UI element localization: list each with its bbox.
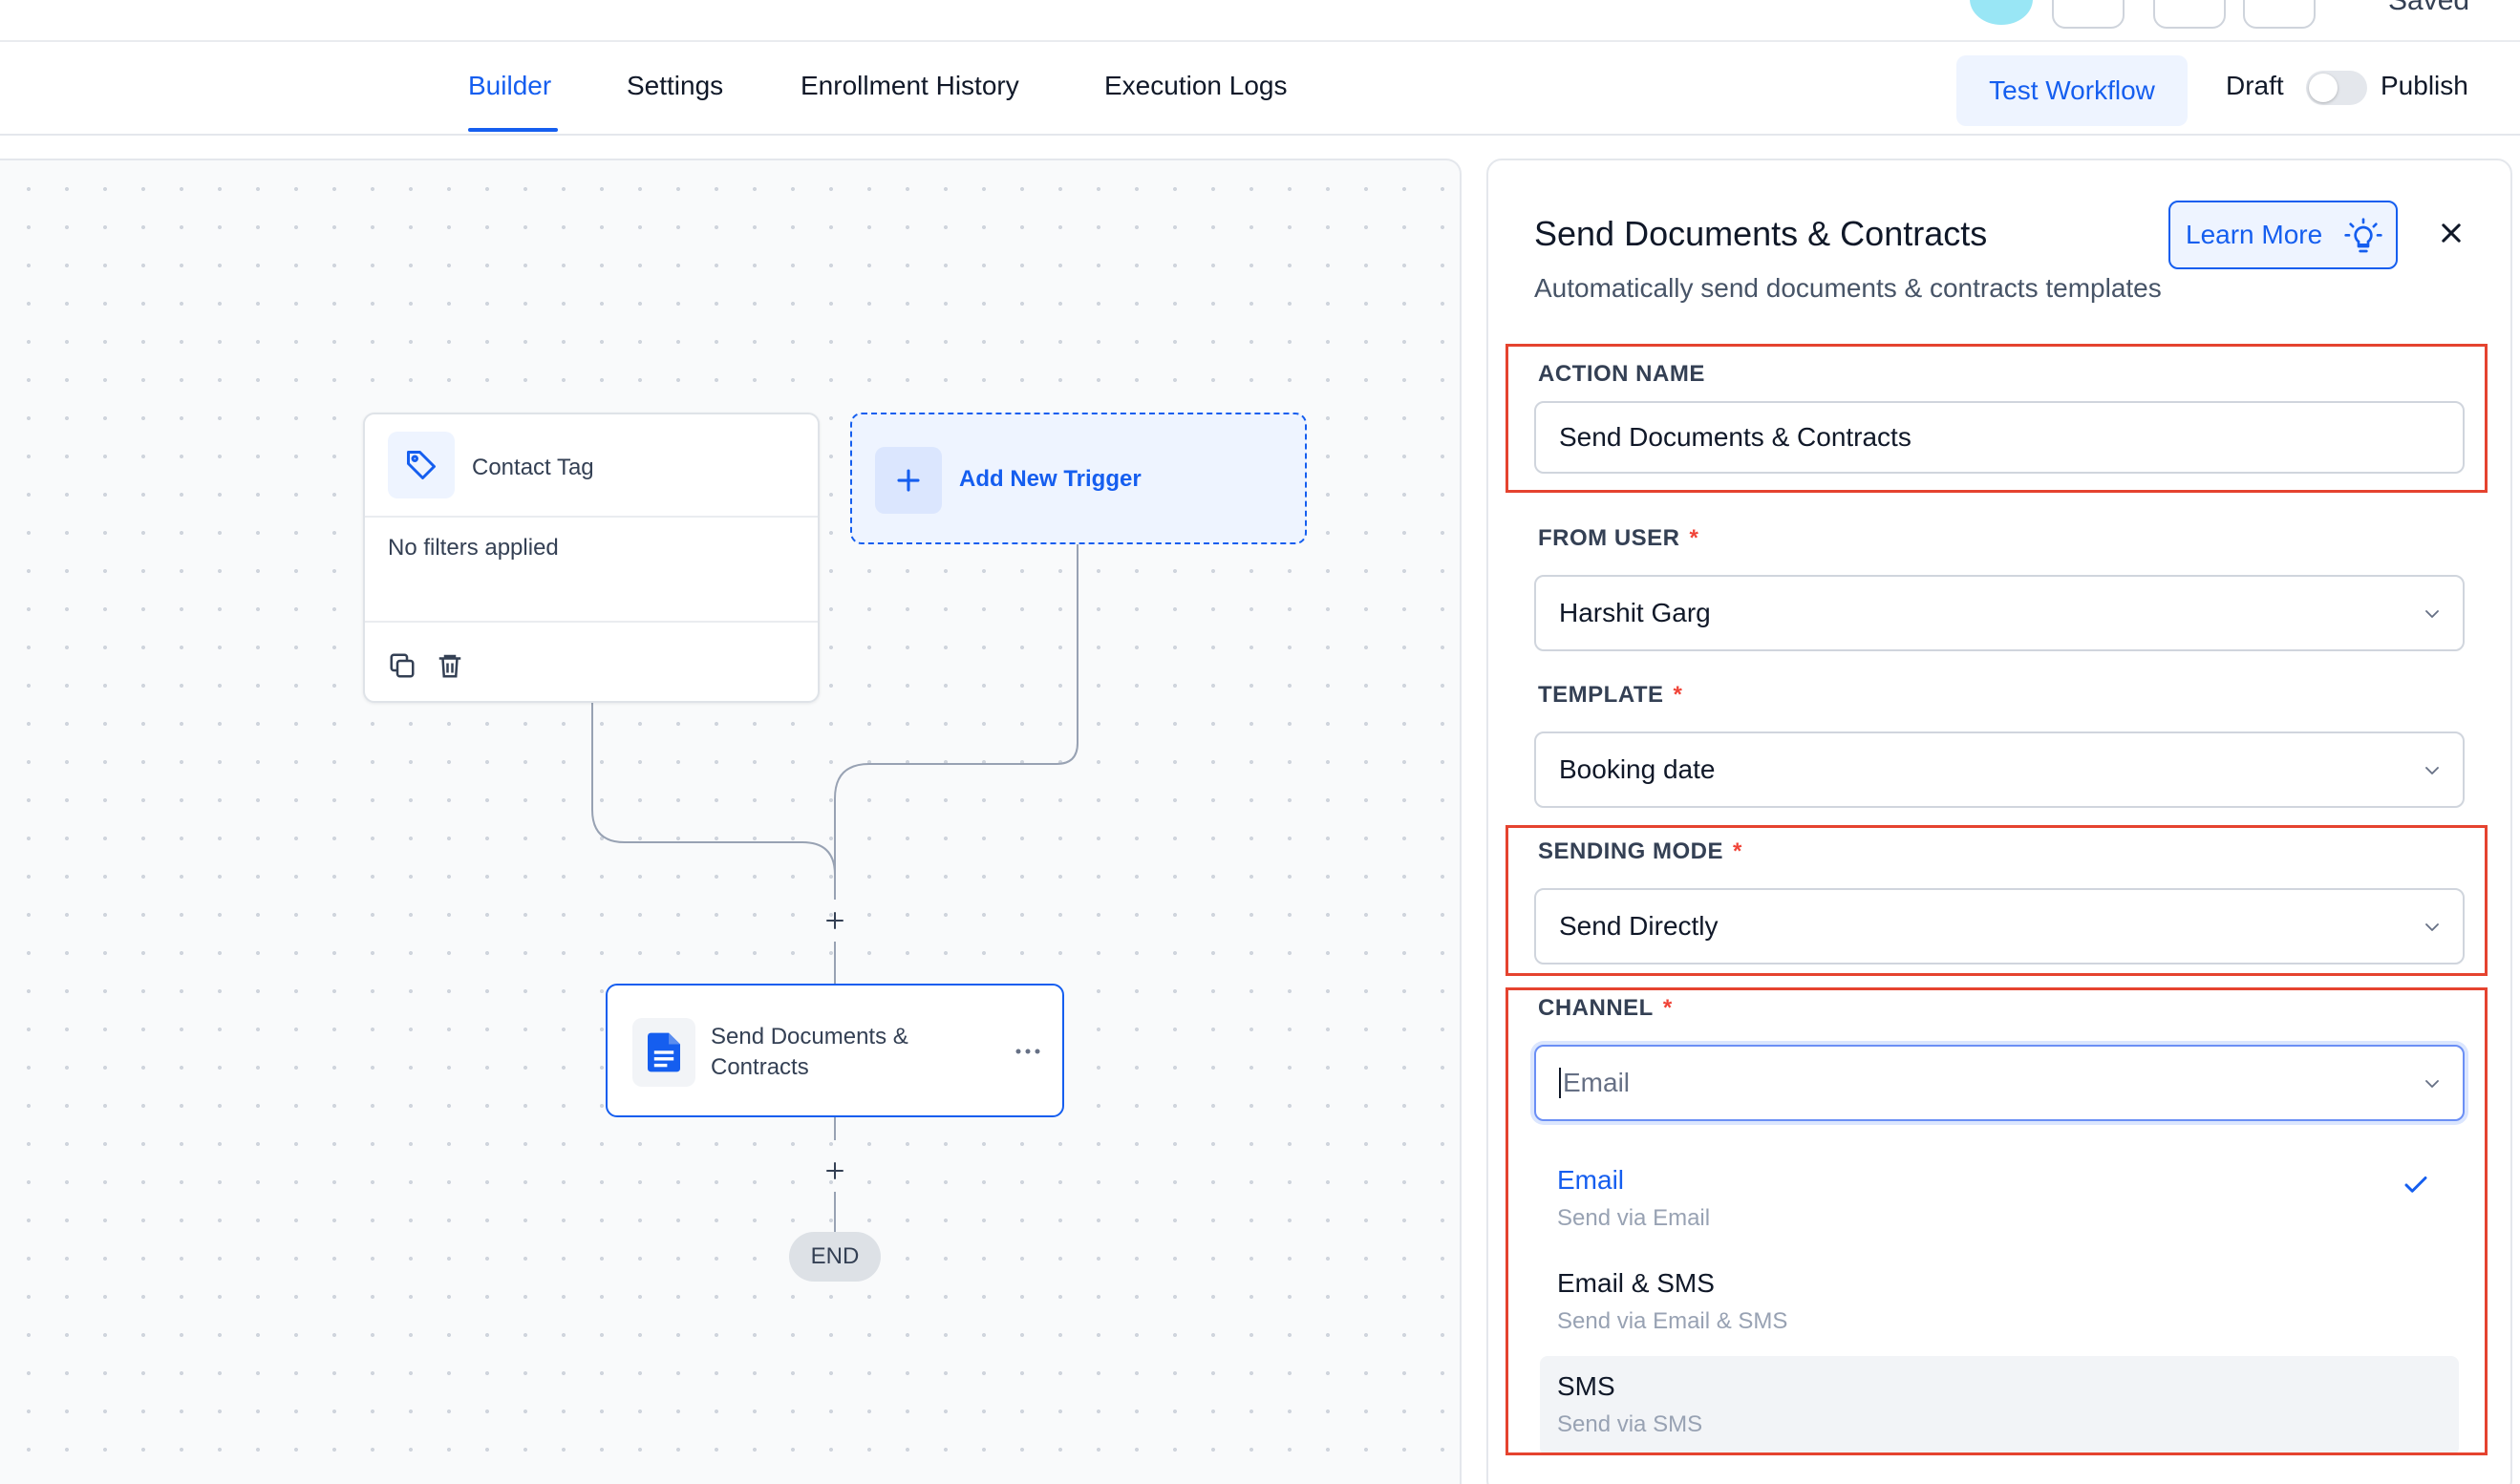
document-icon	[632, 1018, 695, 1087]
sending-mode-label: SENDING MODE *	[1538, 838, 1742, 865]
panel-subtitle: Automatically send documents & contracts…	[1534, 273, 2162, 303]
publish-label: Publish	[2381, 71, 2468, 100]
channel-option-email-sms[interactable]: Email & SMS Send via Email & SMS	[1540, 1253, 2459, 1352]
from-user-label: FROM USER *	[1538, 525, 1698, 552]
option-label: Email & SMS	[1557, 1268, 1715, 1298]
panel-title: Send Documents & Contracts	[1534, 214, 1988, 253]
test-workflow-button[interactable]: Test Workflow	[1956, 55, 2188, 126]
text-caret	[1559, 1068, 1561, 1098]
copy-icon[interactable]	[386, 649, 418, 682]
chevron-down-icon	[2421, 915, 2444, 945]
action-config-panel: Send Documents & Contracts Automatically…	[1486, 159, 2512, 1484]
trigger-title: Contact Tag	[472, 455, 594, 480]
tab-execution-logs[interactable]: Execution Logs	[1104, 71, 1288, 100]
channel-dropdown-menu: Email Send via Email Email & SMS Send vi…	[1534, 1131, 2465, 1484]
divider	[365, 516, 818, 518]
from-user-value: Harshit Garg	[1559, 598, 1711, 627]
chevron-down-icon	[2421, 758, 2444, 789]
avatar[interactable]	[1970, 0, 2033, 25]
action-name-label-text: ACTION NAME	[1538, 361, 1705, 387]
learn-more-label: Learn More	[2186, 220, 2323, 249]
workflow-canvas[interactable]: Contact Tag No filters applied Add New T…	[0, 159, 1462, 1484]
tab-builder[interactable]: Builder	[468, 71, 552, 100]
active-tab-indicator	[468, 128, 558, 132]
required-marker: *	[1689, 525, 1699, 551]
sending-mode-label-text: SENDING MODE	[1538, 838, 1724, 864]
trigger-node-contact-tag[interactable]: Contact Tag No filters applied	[363, 413, 820, 703]
top-action-button-2[interactable]	[2153, 0, 2226, 29]
top-action-button-3[interactable]	[2243, 0, 2316, 29]
channel-option-sms[interactable]: SMS Send via SMS	[1540, 1356, 2459, 1455]
top-header: Saved	[0, 0, 2520, 42]
top-action-button-1[interactable]	[2052, 0, 2125, 29]
connector-lines	[591, 544, 1078, 1232]
more-options-icon[interactable]	[1009, 1037, 1047, 1066]
trash-icon[interactable]	[434, 649, 466, 682]
required-marker: *	[1673, 682, 1683, 708]
tab-settings[interactable]: Settings	[627, 71, 724, 100]
template-label-text: TEMPLATE	[1538, 682, 1664, 708]
draft-label: Draft	[2226, 71, 2284, 100]
add-step-plus-icon[interactable]	[816, 1152, 854, 1190]
channel-label: CHANNEL *	[1538, 995, 1673, 1022]
lightbulb-icon	[2344, 218, 2382, 263]
action-name-value: Send Documents & Contracts	[1559, 422, 1911, 452]
chevron-down-icon	[2421, 602, 2444, 632]
tag-icon	[388, 432, 455, 498]
from-user-select[interactable]: Harshit Garg	[1534, 575, 2465, 651]
divider	[365, 621, 818, 623]
add-step-plus-icon[interactable]	[816, 901, 854, 940]
checkmark-icon	[2402, 1171, 2430, 1204]
chevron-down-icon	[2421, 1071, 2444, 1102]
tab-bar: Builder Settings Enrollment History Exec…	[0, 42, 2520, 136]
sending-mode-select[interactable]: Send Directly	[1534, 888, 2465, 965]
toggle-knob	[2309, 74, 2338, 102]
publish-toggle[interactable]	[2306, 71, 2367, 105]
tab-enrollment-history[interactable]: Enrollment History	[801, 71, 1019, 100]
trigger-filters-text: No filters applied	[388, 535, 559, 561]
channel-select[interactable]: Email	[1534, 1045, 2465, 1121]
from-user-label-text: FROM USER	[1538, 525, 1680, 551]
close-icon[interactable]	[2432, 214, 2470, 252]
sending-mode-value: Send Directly	[1559, 911, 1719, 941]
template-label: TEMPLATE *	[1538, 682, 1682, 709]
action-name-input[interactable]: Send Documents & Contracts	[1534, 401, 2465, 474]
end-node: END	[789, 1232, 881, 1282]
template-value: Booking date	[1559, 754, 1716, 784]
add-new-trigger-button[interactable]: Add New Trigger	[850, 413, 1307, 544]
plus-icon	[875, 447, 942, 514]
action-node-label: Send Documents & Contracts	[711, 1024, 908, 1080]
template-select[interactable]: Booking date	[1534, 731, 2465, 808]
action-node-send-documents[interactable]: Send Documents & Contracts	[606, 984, 1064, 1117]
add-new-trigger-label: Add New Trigger	[959, 466, 1142, 492]
option-description: Send via Email & SMS	[1557, 1308, 1788, 1334]
option-description: Send via Email	[1557, 1205, 1711, 1231]
channel-value: Email	[1563, 1068, 1631, 1097]
option-label: SMS	[1557, 1371, 1615, 1401]
required-marker: *	[1733, 838, 1742, 864]
learn-more-button[interactable]: Learn More	[2168, 201, 2398, 269]
channel-label-text: CHANNEL	[1538, 995, 1654, 1021]
required-marker: *	[1662, 995, 1673, 1021]
channel-option-email[interactable]: Email Send via Email	[1540, 1150, 2459, 1249]
action-name-label: ACTION NAME	[1538, 361, 1705, 388]
option-label: Email	[1557, 1165, 1625, 1195]
saved-status: Saved	[2388, 0, 2470, 16]
option-description: Send via SMS	[1557, 1411, 1703, 1437]
